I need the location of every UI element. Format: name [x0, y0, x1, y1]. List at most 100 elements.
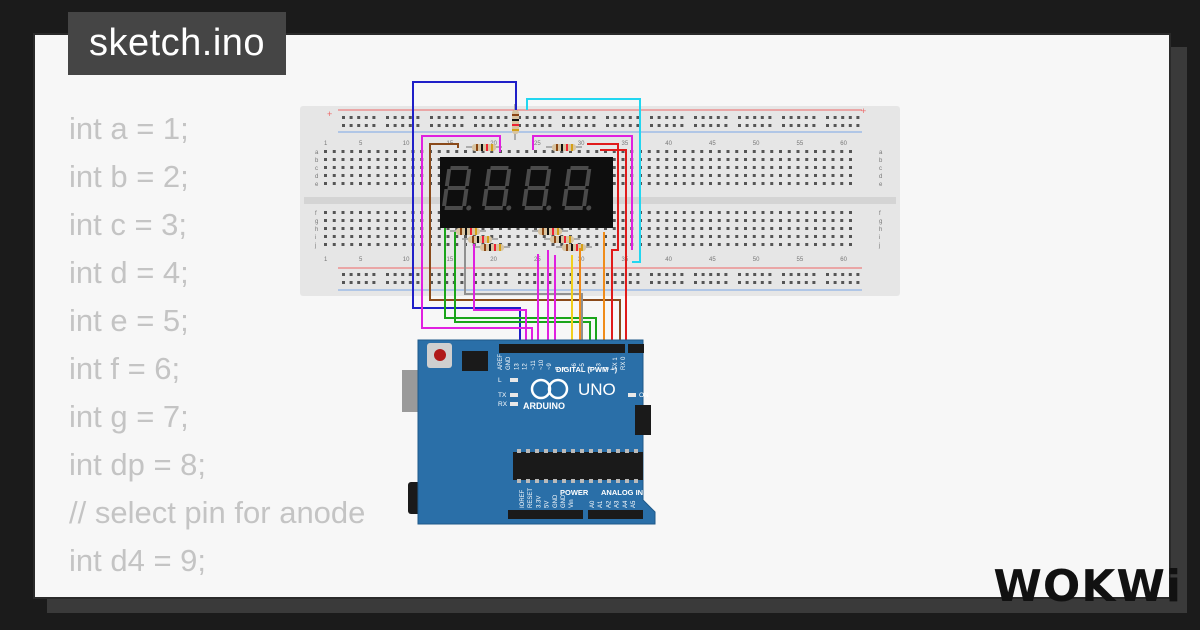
- breadboard-hole: [744, 219, 747, 222]
- code-line: // select pin for anode: [69, 495, 366, 530]
- breadboard-hole: [761, 166, 765, 169]
- digital-pin-label: ~9: [547, 362, 553, 370]
- breadboard-hole: [577, 124, 581, 127]
- code-line: int e = 5;: [69, 303, 189, 338]
- breadboard-hole: [408, 116, 412, 119]
- breadboard-hole: [372, 273, 376, 276]
- breadboard-hole: [701, 116, 705, 119]
- chip-pin: [598, 479, 602, 483]
- breadboard-hole: [349, 273, 353, 276]
- breadboard-hole: [657, 116, 661, 119]
- row-letter: e: [879, 182, 883, 188]
- breadboard-hole: [324, 174, 327, 177]
- breadboard-hole: [490, 150, 494, 153]
- breadboard-hole: [787, 211, 791, 214]
- breadboard-hole: [805, 166, 809, 169]
- breadboard-hole: [787, 219, 791, 222]
- breadboard-hole: [324, 227, 327, 230]
- breadboard-hole: [738, 281, 741, 284]
- column-number: 15: [447, 257, 454, 263]
- wire: [532, 135, 633, 250]
- breadboard-hole: [779, 211, 782, 214]
- breadboard-hole: [779, 235, 782, 238]
- breadboard-hole: [437, 281, 441, 284]
- column-number: 40: [665, 141, 672, 147]
- breadboard-hole: [445, 124, 449, 127]
- breadboard-hole: [682, 174, 686, 177]
- breadboard-hole: [534, 227, 537, 230]
- breadboard-hole: [341, 243, 345, 246]
- breadboard-hole: [709, 219, 712, 222]
- breadboard-hole: [694, 116, 697, 119]
- resistor: [462, 236, 498, 243]
- breadboard-hole: [814, 182, 817, 185]
- breadboard-hole: [650, 116, 653, 119]
- breadboard-hole: [540, 281, 544, 284]
- breadboard-hole: [430, 273, 433, 276]
- column-number: 50: [753, 257, 760, 263]
- breadboard-hole: [724, 281, 728, 284]
- breadboard-hole: [548, 273, 552, 276]
- analog-pin-label: A0: [590, 500, 596, 508]
- breadboard-hole: [533, 124, 537, 127]
- breadboard-hole: [604, 235, 607, 238]
- breadboard-hole: [367, 235, 371, 238]
- breadboard-hole: [656, 174, 660, 177]
- breadboard-hole: [656, 158, 660, 161]
- breadboard-hole: [814, 227, 817, 230]
- analog-pin-label: A2: [606, 500, 612, 508]
- breadboard-hole: [613, 273, 617, 276]
- breadboard-hole: [350, 227, 354, 230]
- breadboard-hole: [724, 124, 728, 127]
- breadboard-hole: [606, 116, 609, 119]
- breadboard-hole: [782, 124, 785, 127]
- column-number: 10: [403, 141, 410, 147]
- breadboard-hole: [577, 281, 581, 284]
- breadboard-hole: [650, 281, 653, 284]
- breadboard-hole: [357, 124, 361, 127]
- digital-label: DIGITAL (PWM ~): [556, 365, 618, 374]
- breadboard-hole: [805, 219, 809, 222]
- row-letter: h: [315, 227, 318, 233]
- breadboard-hole: [691, 243, 695, 246]
- breadboard-hole: [726, 211, 730, 214]
- breadboard-hole: [752, 211, 756, 214]
- chip-pin: [517, 479, 521, 483]
- breadboard-hole: [665, 166, 669, 169]
- breadboard-hole: [548, 116, 552, 119]
- breadboard-hole: [446, 150, 450, 153]
- breadboard-hole: [402, 235, 406, 238]
- breadboard-hole: [474, 116, 477, 119]
- breadboard-hole: [548, 281, 552, 284]
- breadboard-hole: [542, 150, 546, 153]
- breadboard-hole: [324, 182, 327, 185]
- reset-button[interactable]: [434, 349, 446, 361]
- breadboard-hole: [542, 243, 546, 246]
- breadboard-hole: [499, 235, 502, 238]
- breadboard-hole: [359, 166, 362, 169]
- breadboard-hole: [812, 124, 816, 127]
- breadboard-hole: [647, 174, 651, 177]
- breadboard-hole: [592, 124, 596, 127]
- row-letter: f: [315, 211, 317, 217]
- breadboard-hole: [455, 150, 459, 153]
- breadboard-hole: [779, 227, 782, 230]
- breadboard-hole: [700, 227, 704, 230]
- breadboard-hole: [840, 211, 844, 214]
- breadboard-hole: [761, 211, 765, 214]
- breadboard-hole: [665, 211, 669, 214]
- breadboard-hole: [385, 219, 389, 222]
- breadboard-hole: [814, 166, 817, 169]
- chip-pin: [634, 449, 638, 453]
- breadboard-hole: [770, 182, 774, 185]
- breadboard-hole: [612, 243, 616, 246]
- breadboard-hole: [481, 227, 485, 230]
- breadboard-hole: [761, 182, 765, 185]
- seven-segment-display: [440, 157, 613, 228]
- breadboard-hole: [636, 273, 640, 276]
- breadboard-hole: [455, 235, 459, 238]
- chip-pin: [544, 479, 548, 483]
- breadboard-hole: [342, 281, 345, 284]
- breadboard-hole: [849, 211, 852, 214]
- breadboard-hole: [386, 124, 389, 127]
